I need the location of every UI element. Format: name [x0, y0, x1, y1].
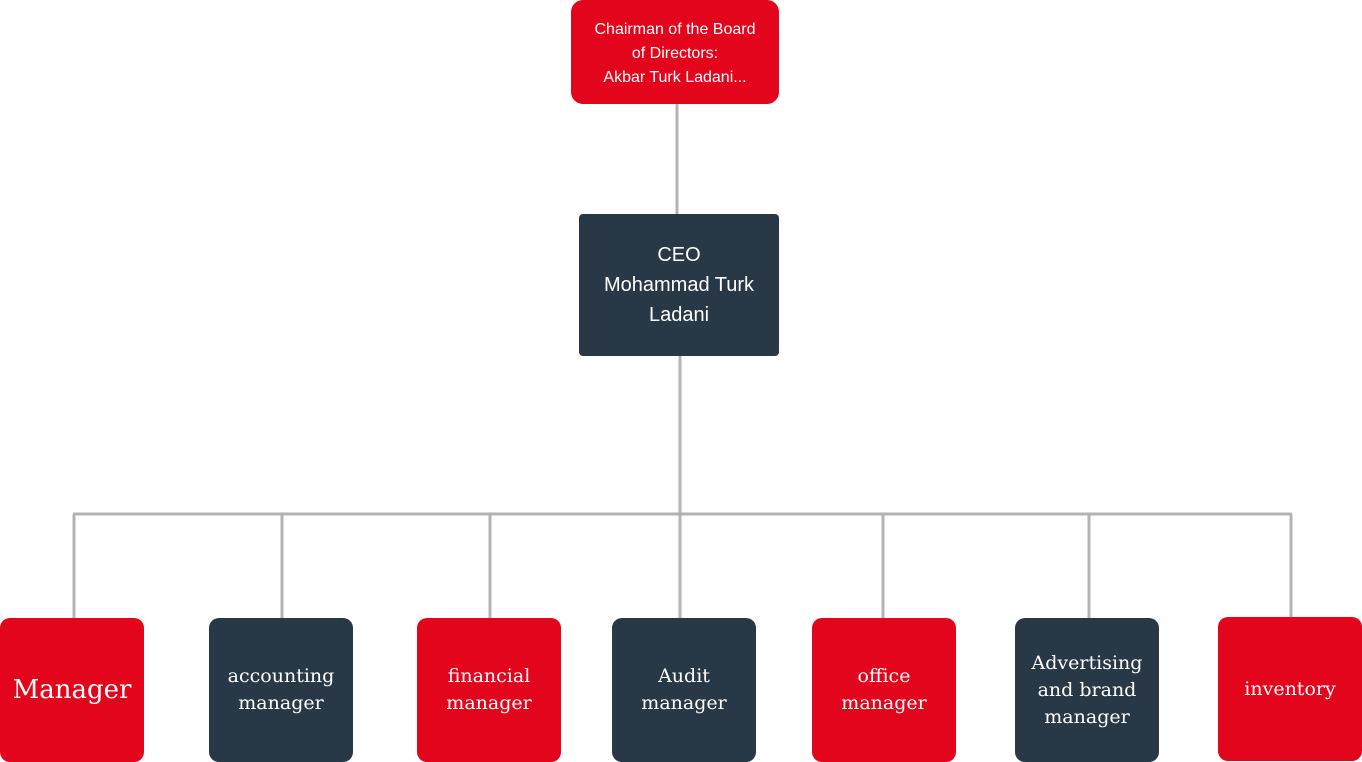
ceo-node[interactable]: CEO Mohammad Turk Ladani	[579, 214, 779, 356]
audit-manager-node[interactable]: Audit manager	[612, 618, 756, 762]
inventory-node[interactable]: inventory	[1218, 617, 1362, 761]
manager-node[interactable]: Manager	[0, 618, 144, 762]
accounting-manager-node[interactable]: accounting manager	[209, 618, 353, 762]
office-manager-node[interactable]: office manager	[812, 618, 956, 762]
financial-manager-node[interactable]: financial manager	[417, 618, 561, 762]
advertising-brand-manager-node[interactable]: Advertising and brand manager	[1015, 618, 1159, 762]
chairman-node[interactable]: Chairman of the Board of Directors: Akba…	[571, 0, 779, 104]
